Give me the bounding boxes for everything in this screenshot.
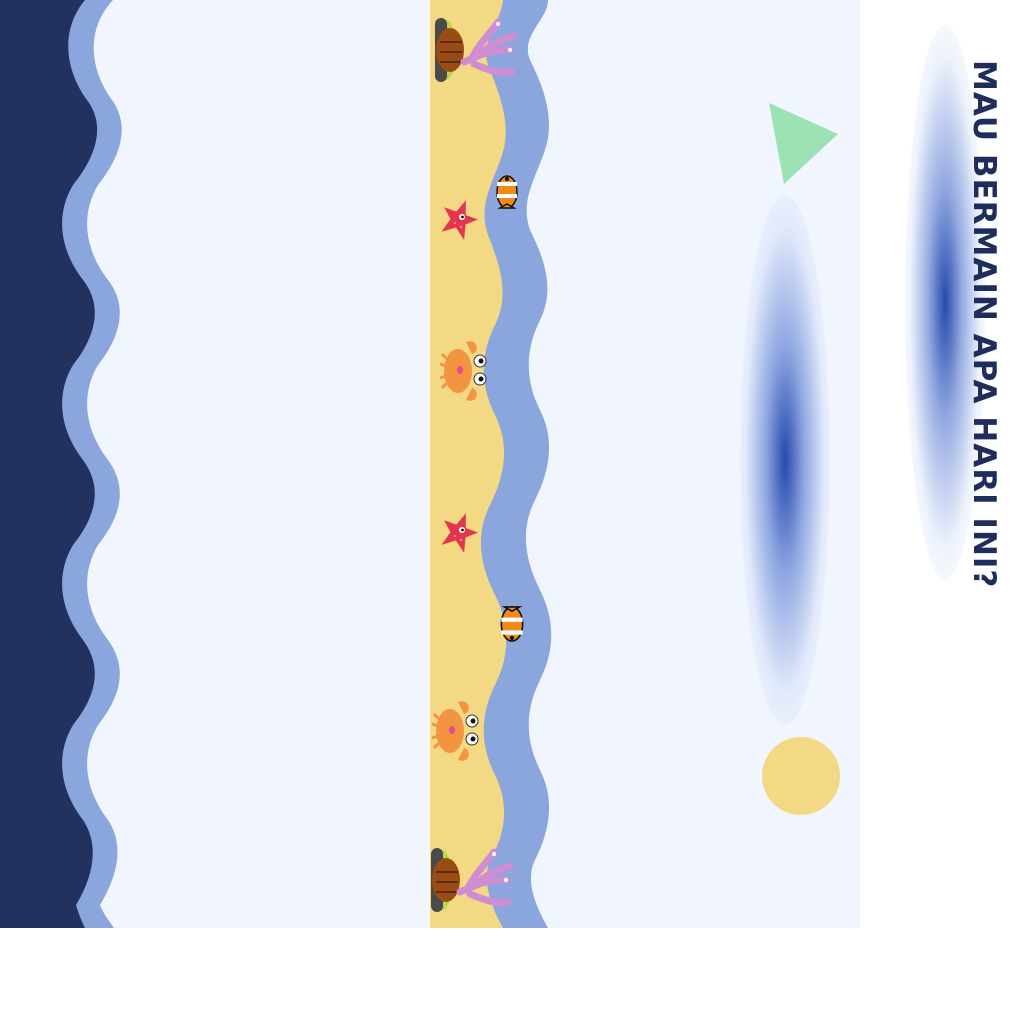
beach-sand bbox=[430, 0, 507, 928]
starfish-icon bbox=[441, 513, 478, 554]
crab-icon bbox=[431, 701, 479, 761]
crab-icon bbox=[439, 341, 487, 401]
coral-reef-icon bbox=[431, 848, 514, 912]
background-scene bbox=[0, 0, 552, 928]
starfish-icon bbox=[441, 200, 478, 241]
title-glow bbox=[905, 25, 985, 580]
blue-glow bbox=[740, 195, 830, 725]
green-triangle bbox=[769, 103, 838, 184]
clownfish-icon bbox=[500, 606, 524, 642]
page-title: MAU BERMAIN APA HARI INI? bbox=[966, 60, 1002, 589]
play-canvas bbox=[0, 0, 860, 928]
yellow-circle bbox=[762, 737, 840, 815]
left-dark-ocean bbox=[0, 0, 98, 928]
clownfish-icon bbox=[496, 175, 518, 209]
coral-reef-icon bbox=[435, 18, 518, 82]
